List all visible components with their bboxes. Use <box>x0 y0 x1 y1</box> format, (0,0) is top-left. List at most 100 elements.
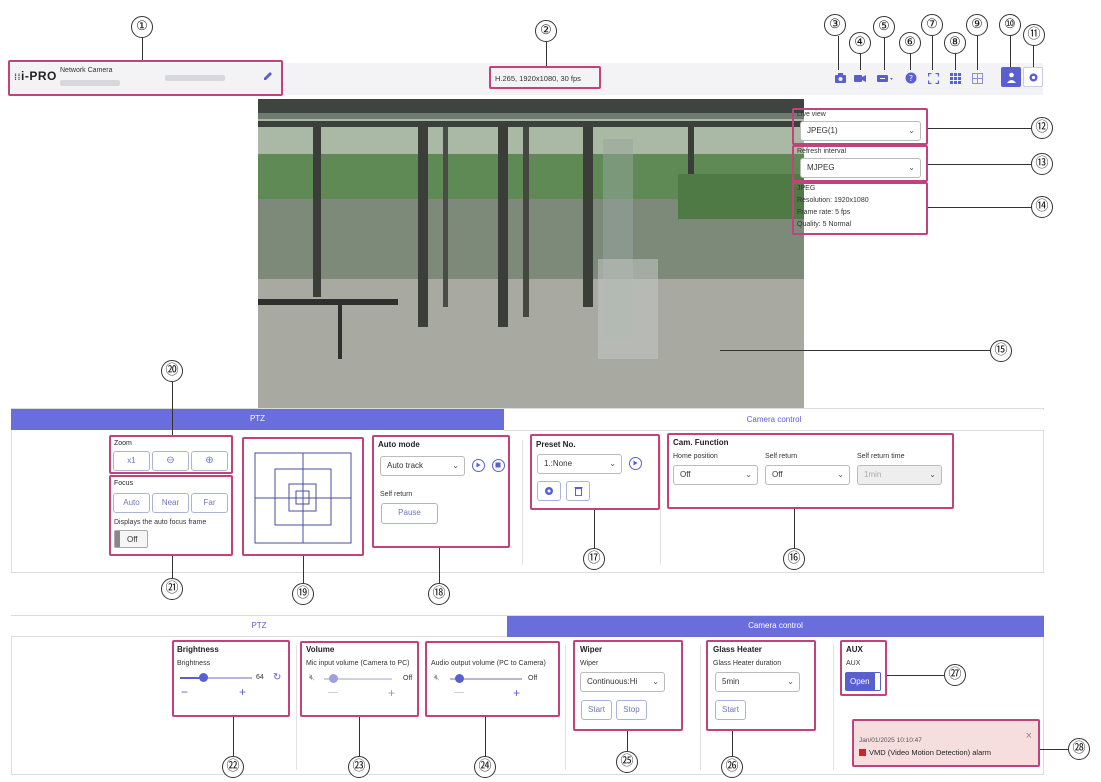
stop-icon <box>495 462 501 468</box>
wiper-select[interactable]: Continuous:Hi ⌄ <box>580 672 665 692</box>
callout-line <box>928 128 1031 129</box>
sd-card-menu-icon[interactable] <box>876 71 894 85</box>
home-position-select[interactable]: Off⌄ <box>673 465 758 485</box>
wiper-stop-button[interactable]: Stop <box>616 700 647 720</box>
callout-line <box>860 54 861 70</box>
mic-volume-plus-button[interactable]: + <box>388 686 396 700</box>
live-view-select[interactable]: JPEG(1)⌄ <box>800 121 921 141</box>
mic-mute-icon[interactable]: 🔇︎ <box>309 672 315 682</box>
focus-frame-label: Displays the auto focus frame <box>114 519 207 526</box>
callout-16: ⑯ <box>783 548 805 570</box>
toggle-label: Off <box>127 535 138 544</box>
preset-go-button[interactable] <box>629 457 642 470</box>
chevron-down-icon: ⌄ <box>609 459 616 468</box>
fullscreen-icon[interactable] <box>926 71 940 85</box>
mic-volume-slider-track[interactable] <box>324 678 392 680</box>
audio-output-slider-knob[interactable] <box>455 674 464 683</box>
audio-output-slider-track[interactable] <box>450 678 522 680</box>
logo: ⁞⁞i-PRO <box>14 69 57 83</box>
brightness-slider-fill <box>180 677 204 679</box>
brightness-reset-icon[interactable]: ↻ <box>273 672 282 683</box>
callout-15: ⑮ <box>990 340 1012 362</box>
focus-auto-button[interactable]: Auto <box>113 493 150 513</box>
edit-name-icon[interactable] <box>262 70 274 82</box>
focus-near-button[interactable]: Near <box>152 493 189 513</box>
tab-ptz-2[interactable]: PTZ <box>11 616 507 637</box>
settings-button[interactable] <box>1023 67 1043 87</box>
callout-line <box>928 207 1031 208</box>
home-position-label: Home position <box>673 453 718 460</box>
auto-mode-select[interactable]: Auto track ⌄ <box>380 456 465 476</box>
brightness-slider-knob[interactable] <box>199 673 209 682</box>
tab-camera-control-2[interactable]: Camera control <box>507 616 1044 637</box>
callout-line <box>439 548 440 583</box>
auto-mode-stop-button[interactable] <box>492 459 505 472</box>
aux-toggle[interactable]: Open <box>845 672 881 691</box>
chevron-down-icon: ⌄ <box>452 461 459 470</box>
wiper-start-button[interactable]: Start <box>581 700 612 720</box>
brightness-minus-button[interactable]: − <box>181 685 189 699</box>
brightness-plus-button[interactable]: + <box>239 685 247 699</box>
aux-toggle-label: Open <box>850 677 870 686</box>
callout-line <box>794 509 795 548</box>
glass-heater-start-button[interactable]: Start <box>715 700 746 720</box>
auto-mode-box <box>372 435 510 548</box>
play-icon <box>476 462 481 468</box>
callout-line <box>546 42 547 66</box>
help-icon[interactable]: ? <box>904 71 918 85</box>
brightness-slider-track[interactable] <box>180 677 252 679</box>
tab-camera-control[interactable]: Camera control <box>504 410 1044 431</box>
focus-far-button[interactable]: Far <box>191 493 228 513</box>
mic-volume-value: Off <box>403 675 413 682</box>
pause-button[interactable]: Pause <box>381 503 438 524</box>
callout-6: ⑥ <box>899 32 921 54</box>
callout-2: ② <box>535 20 557 42</box>
chevron-down-icon: ⌄ <box>837 470 844 479</box>
preset-settings-button[interactable] <box>537 481 561 501</box>
gear-icon <box>545 487 553 495</box>
speaker-mute-icon[interactable]: 🔇︎ <box>434 672 440 682</box>
auto-mode-value: Auto track <box>387 461 424 470</box>
mic-volume-minus-button[interactable]: — <box>328 687 338 698</box>
live-video[interactable] <box>258 99 804 408</box>
multiscreen-grid-icon[interactable] <box>948 71 962 85</box>
self-return-time-value: 1min <box>864 470 882 479</box>
glass-heater-select[interactable]: 5min⌄ <box>715 672 800 692</box>
cam-function-box <box>667 433 954 509</box>
info-resolution: Resolution: 1920x1080 <box>797 197 869 204</box>
cam-self-return-select[interactable]: Off⌄ <box>765 465 850 485</box>
callout-line <box>887 675 944 676</box>
focus-frame-toggle[interactable]: Off <box>114 530 148 548</box>
refresh-interval-value: MJPEG <box>807 163 835 172</box>
snapshot-camera-icon[interactable] <box>833 71 847 85</box>
callout-line <box>594 510 595 548</box>
record-video-icon[interactable] <box>853 71 867 85</box>
zoom-x1-button[interactable]: x1 <box>113 451 150 471</box>
zoom-in-button[interactable]: ⊕ <box>191 451 228 471</box>
audio-output-minus-button[interactable]: — <box>454 687 464 698</box>
zoom-out-button[interactable]: ⊖ <box>152 451 189 471</box>
alarm-notification[interactable]: Jan/01/2025 10:10:47 VMD (Video Motion D… <box>852 719 1040 767</box>
auto-mode-start-button[interactable] <box>472 459 485 472</box>
live-view-mode-button[interactable] <box>1001 67 1021 87</box>
layout-select-icon[interactable] <box>970 71 984 85</box>
callout-5: ⑤ <box>873 16 895 38</box>
chevron-down-icon: ⌄ <box>787 677 794 686</box>
chevron-down-icon: ⌄ <box>652 677 659 686</box>
alarm-close-button[interactable]: × <box>1025 730 1032 742</box>
audio-output-plus-button[interactable]: + <box>513 686 521 700</box>
camera-title-area <box>8 60 283 96</box>
ptz-control-pad[interactable] <box>247 443 358 552</box>
camera-ip-blurred <box>165 75 225 81</box>
wiper-value: Continuous:Hi <box>587 677 638 686</box>
preset-select[interactable]: 1.:None⌄ <box>537 454 622 474</box>
tab-ptz[interactable]: PTZ <box>11 409 504 430</box>
mic-volume-slider-knob[interactable] <box>329 674 338 683</box>
preset-delete-button[interactable] <box>566 481 590 501</box>
callout-line <box>142 38 143 60</box>
chevron-down-icon: ⌄ <box>929 470 936 479</box>
gear-icon <box>1029 73 1037 81</box>
chevron-down-icon: ⌄ <box>745 470 752 479</box>
refresh-interval-select[interactable]: MJPEG⌄ <box>800 158 921 178</box>
callout-line <box>928 164 1031 165</box>
